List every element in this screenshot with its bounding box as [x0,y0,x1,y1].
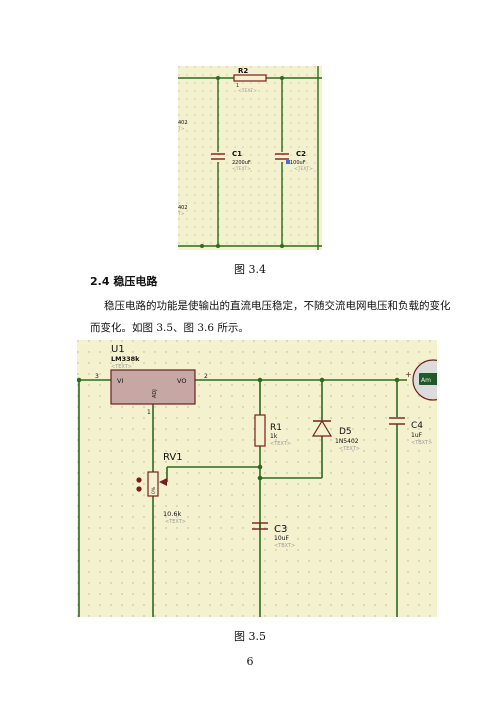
c1-text: <TEXT> [232,166,251,172]
r1-resistor[interactable] [254,414,266,447]
ammeter-plus: + [405,370,412,379]
r2-resistor[interactable] [233,74,267,82]
d5-value: 1N5402 [335,438,359,445]
c1-ref: C1 [232,150,242,158]
junctions [200,76,284,248]
c2-text: <TEXT> [294,166,313,172]
ammeter[interactable] [412,359,437,401]
u1-text: <TEXT> [111,364,132,370]
u1-regulator[interactable] [110,369,196,405]
r2-ref: R2 [238,67,248,75]
rv1-pot-mark: 0% [151,486,157,494]
c3-ref: C3 [274,524,287,535]
c4-text: <TBXT> [411,440,432,446]
c1-capacitor[interactable] [211,153,225,160]
c2-ref: C2 [296,150,306,158]
section-heading: 2.4 稳压电路 [90,275,158,288]
rv1-wiper-icon [159,478,167,486]
c3-text: <TBXT> [274,543,295,549]
figure-3-4-caption: 图 3.4 [234,263,266,276]
rv1-potentiometer[interactable] [147,471,159,497]
ammeter-label: Am [421,377,431,384]
c3-capacitor[interactable] [252,522,268,530]
r1-ref: R1 [270,423,282,433]
u1-value: LM338k [111,355,140,363]
rv1-value: 10.6k [163,510,181,518]
page-number: 6 [246,655,254,668]
left-label-2: 402 [178,205,188,211]
c2-value: 100uF [290,160,306,166]
r1-value: 1k [270,433,278,440]
c4-value: 1uF [411,432,423,439]
c1-value: 2200uF [232,160,251,166]
u1-pin-out-num: 2 [204,373,208,380]
c2-capacitor[interactable] [275,153,289,160]
left-label-1: 402 [178,120,188,126]
figure-3-5: U1 LM338k <TEXT> VI VO ADJ 3 2 1 R1 1k <… [77,340,437,617]
u1-pin-adj-num: 1 [147,409,151,416]
figure-3-4: R2 1 <TEXT> C1 2200uF <TEXT> C2 100uF <T… [178,66,322,250]
d5-diode[interactable] [311,419,333,437]
wires-3-5 [77,379,407,617]
u1-pin-vo: VO [177,377,186,385]
paragraph-line-2: 而变化。如图 3.5、图 3.6 所示。 [90,322,249,334]
c4-ref: C4 [411,421,423,431]
schematic-3-5: U1 LM338k <TEXT> VI VO ADJ 3 2 1 R1 1k <… [77,340,437,617]
rv1-adjust-arrows-icon[interactable] [136,477,142,492]
r2-text: <TEXT> [238,88,257,94]
rv1-ref: RV1 [163,452,183,463]
u1-ref: U1 [111,344,125,355]
d5-text: <TEXT> [339,446,360,452]
d5-ref: D5 [339,427,352,437]
u1-pin-adj: ADJ [152,389,158,398]
junctions-3-5 [77,377,400,481]
c4-capacitor[interactable] [389,417,405,425]
rv1-text: <TEXT> [165,519,186,525]
paragraph-line-1: 稳压电路的功能是使输出的直流电压稳定，不随交流电网电压和负载的变化 [104,300,451,312]
u1-pin-in-num: 3 [95,373,99,380]
c3-value: 10uF [274,535,289,542]
r2-pin: 1 [236,83,239,89]
r1-text: <TEXT> [270,441,291,447]
figure-3-5-caption: 图 3.5 [234,630,266,643]
u1-pin-vi: VI [117,377,123,385]
left-label-1-sub: T> [178,126,185,132]
left-label-2-sub: T> [178,211,185,217]
schematic-3-4: R2 1 <TEXT> C1 2200uF <TEXT> C2 100uF <T… [178,66,322,250]
